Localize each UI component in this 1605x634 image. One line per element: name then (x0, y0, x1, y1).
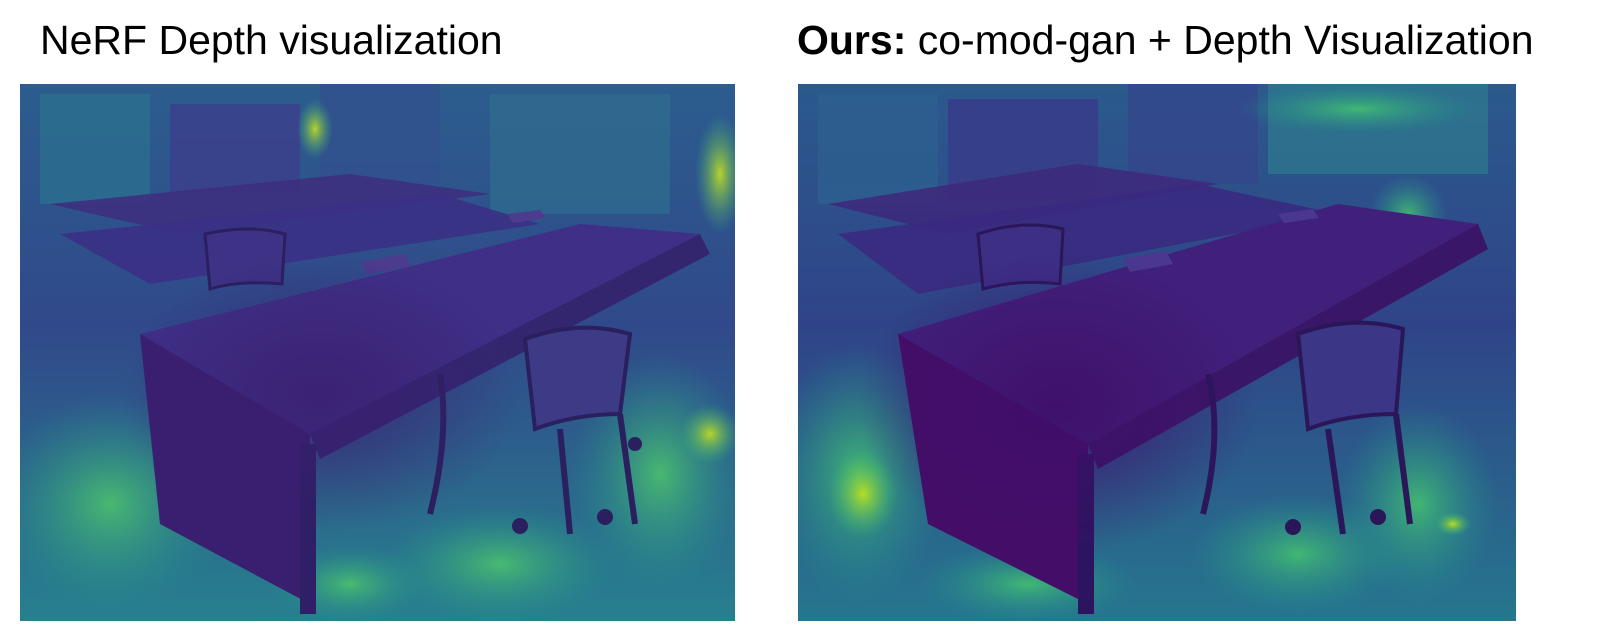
right-panel-title: Ours: co-mod-gan + Depth Visualization (797, 14, 1534, 66)
ours-depth-render (798, 84, 1516, 621)
left-panel-title: NeRF Depth visualization (40, 17, 503, 63)
right-panel-title-bold: Ours: (797, 17, 907, 63)
nerf-depth-render (20, 84, 735, 621)
right-panel-title-rest: co-mod-gan + Depth Visualization (906, 17, 1534, 63)
ours-depth-image (798, 84, 1516, 621)
nerf-depth-image (20, 84, 735, 621)
